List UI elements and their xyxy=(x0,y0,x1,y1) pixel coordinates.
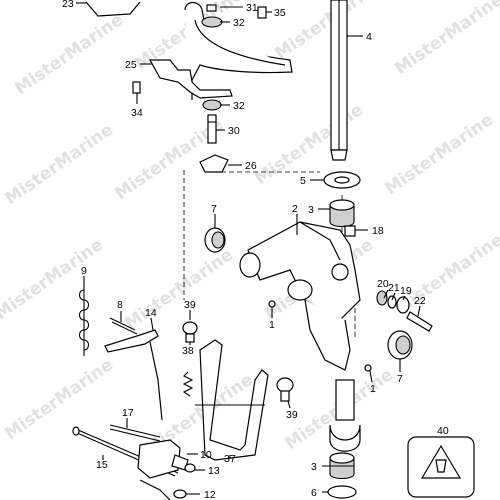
watermark: MisterMarine xyxy=(0,235,107,324)
lever-14 xyxy=(104,329,163,421)
bolt-39-upper xyxy=(182,321,198,343)
watermark: MisterMarine xyxy=(391,0,500,79)
callout-39: 39 xyxy=(286,409,298,421)
callout-6: 6 xyxy=(311,487,317,499)
spring-38 xyxy=(182,371,194,397)
bolt-30 xyxy=(207,114,217,144)
swivel-bracket xyxy=(239,221,361,371)
callout-17: 17 xyxy=(122,407,134,419)
callout-12: 12 xyxy=(204,489,216,500)
watermark: MisterMarine xyxy=(381,110,497,199)
callout-3: 3 xyxy=(308,204,314,216)
callout-10: 10 xyxy=(200,449,212,461)
steering-shaft xyxy=(330,0,348,161)
pin-8 xyxy=(109,317,138,335)
link-10 xyxy=(137,439,189,479)
callout-1: 1 xyxy=(269,319,275,331)
bushing-3-bottom xyxy=(329,452,355,480)
spring-9 xyxy=(78,286,90,356)
lower-tube xyxy=(329,379,361,452)
callout-14: 14 xyxy=(145,307,157,319)
callout-30: 30 xyxy=(228,125,240,137)
callout-8: 8 xyxy=(117,299,123,311)
callout-4: 4 xyxy=(366,31,372,43)
watermark: MisterMarine xyxy=(1,120,117,209)
callout-5: 5 xyxy=(300,175,306,187)
callout-7: 7 xyxy=(397,373,403,385)
callout-9: 9 xyxy=(81,265,87,277)
callout-21: 21 xyxy=(388,282,400,294)
callouts: 23 31 35 32 4 25 34 32 30 26 5 3 7 2 18 … xyxy=(62,0,449,500)
callout-37: 37 xyxy=(224,453,236,465)
guide-lines xyxy=(183,170,356,340)
steering-bracket xyxy=(85,1,293,111)
callout-3: 3 xyxy=(311,461,317,473)
clip-26 xyxy=(199,154,229,173)
watermark: MisterMarine xyxy=(121,245,237,334)
callout-20: 20 xyxy=(377,278,389,290)
rod-17 xyxy=(109,424,161,442)
washer-6 xyxy=(327,485,357,499)
callout-40: 40 xyxy=(437,425,449,437)
callout-7: 7 xyxy=(211,203,217,215)
pad-18 xyxy=(344,225,356,237)
callout-22: 22 xyxy=(414,295,426,307)
callout-32: 32 xyxy=(233,17,245,29)
callout-25: 25 xyxy=(125,59,137,71)
callout-38: 38 xyxy=(182,345,194,357)
callout-2: 2 xyxy=(292,203,298,215)
plug-7-lower xyxy=(387,330,413,360)
callout-1: 1 xyxy=(370,383,376,395)
tilt-lever-37 xyxy=(195,339,269,461)
washer-5 xyxy=(323,171,361,189)
bushing-3-top xyxy=(329,199,355,228)
callout-34: 34 xyxy=(131,107,143,119)
callout-18: 18 xyxy=(372,225,384,237)
callout-39: 39 xyxy=(184,299,196,311)
nut-12 xyxy=(139,479,187,500)
callout-23: 23 xyxy=(62,0,74,10)
callout-35: 35 xyxy=(274,7,286,19)
callout-26: 26 xyxy=(245,160,257,172)
callout-32: 32 xyxy=(233,100,245,112)
callout-19: 19 xyxy=(400,285,412,297)
kit-40-icon xyxy=(407,436,475,498)
plug-7-upper xyxy=(204,227,226,253)
spring-washer-group xyxy=(376,290,433,332)
watermark: MisterMarine xyxy=(1,355,117,444)
callout-13: 13 xyxy=(208,465,220,477)
grease-fitting-1 xyxy=(268,300,372,372)
callout-15: 15 xyxy=(96,459,108,471)
leader-lines xyxy=(76,2,421,495)
bolt-39-lower xyxy=(276,377,294,402)
watermark: MisterMarine xyxy=(11,10,127,99)
nut-13 xyxy=(184,463,196,473)
callout-31: 31 xyxy=(246,2,258,14)
